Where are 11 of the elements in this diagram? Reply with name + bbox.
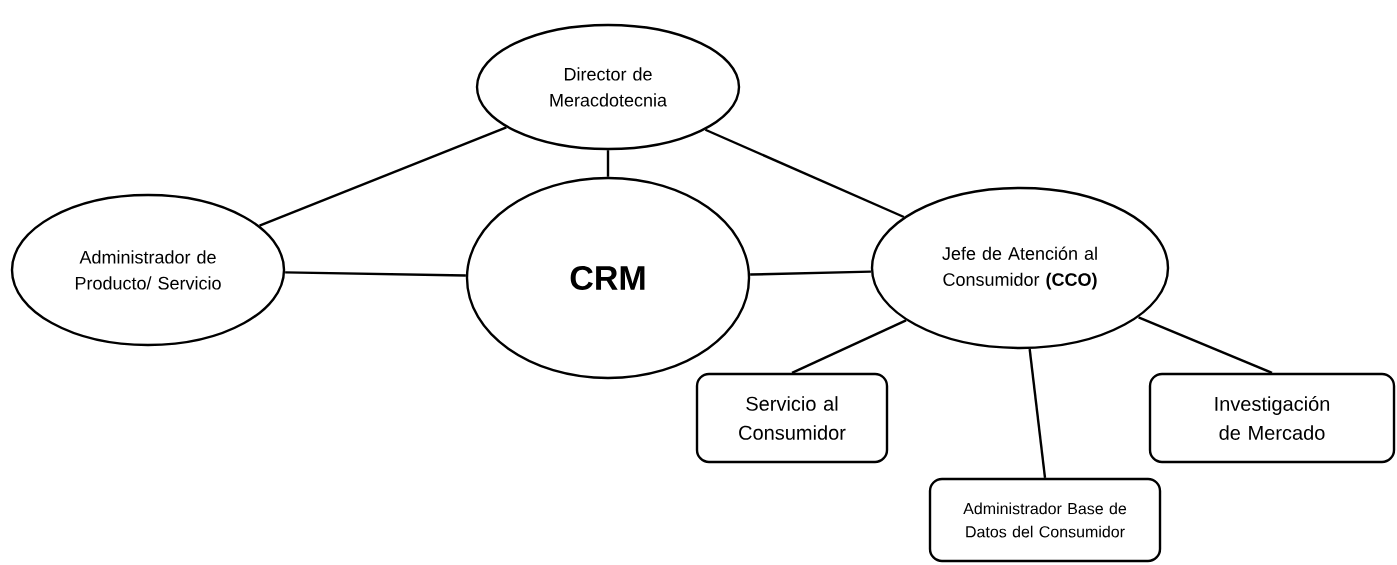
connector-line	[791, 319, 907, 374]
connector-line	[750, 270, 871, 276]
connector-line	[259, 126, 507, 227]
connector-line	[285, 271, 466, 277]
role-box: Administrador Base de Datos del Consumidor	[928, 477, 1162, 563]
connector-line	[1138, 316, 1273, 374]
role-box: Servicio al Consumidor	[695, 372, 889, 464]
role-box: Investigación de Mercado	[1148, 372, 1396, 464]
connector-line	[606, 150, 610, 177]
connector-line	[1028, 348, 1047, 478]
connector-line	[704, 128, 905, 219]
